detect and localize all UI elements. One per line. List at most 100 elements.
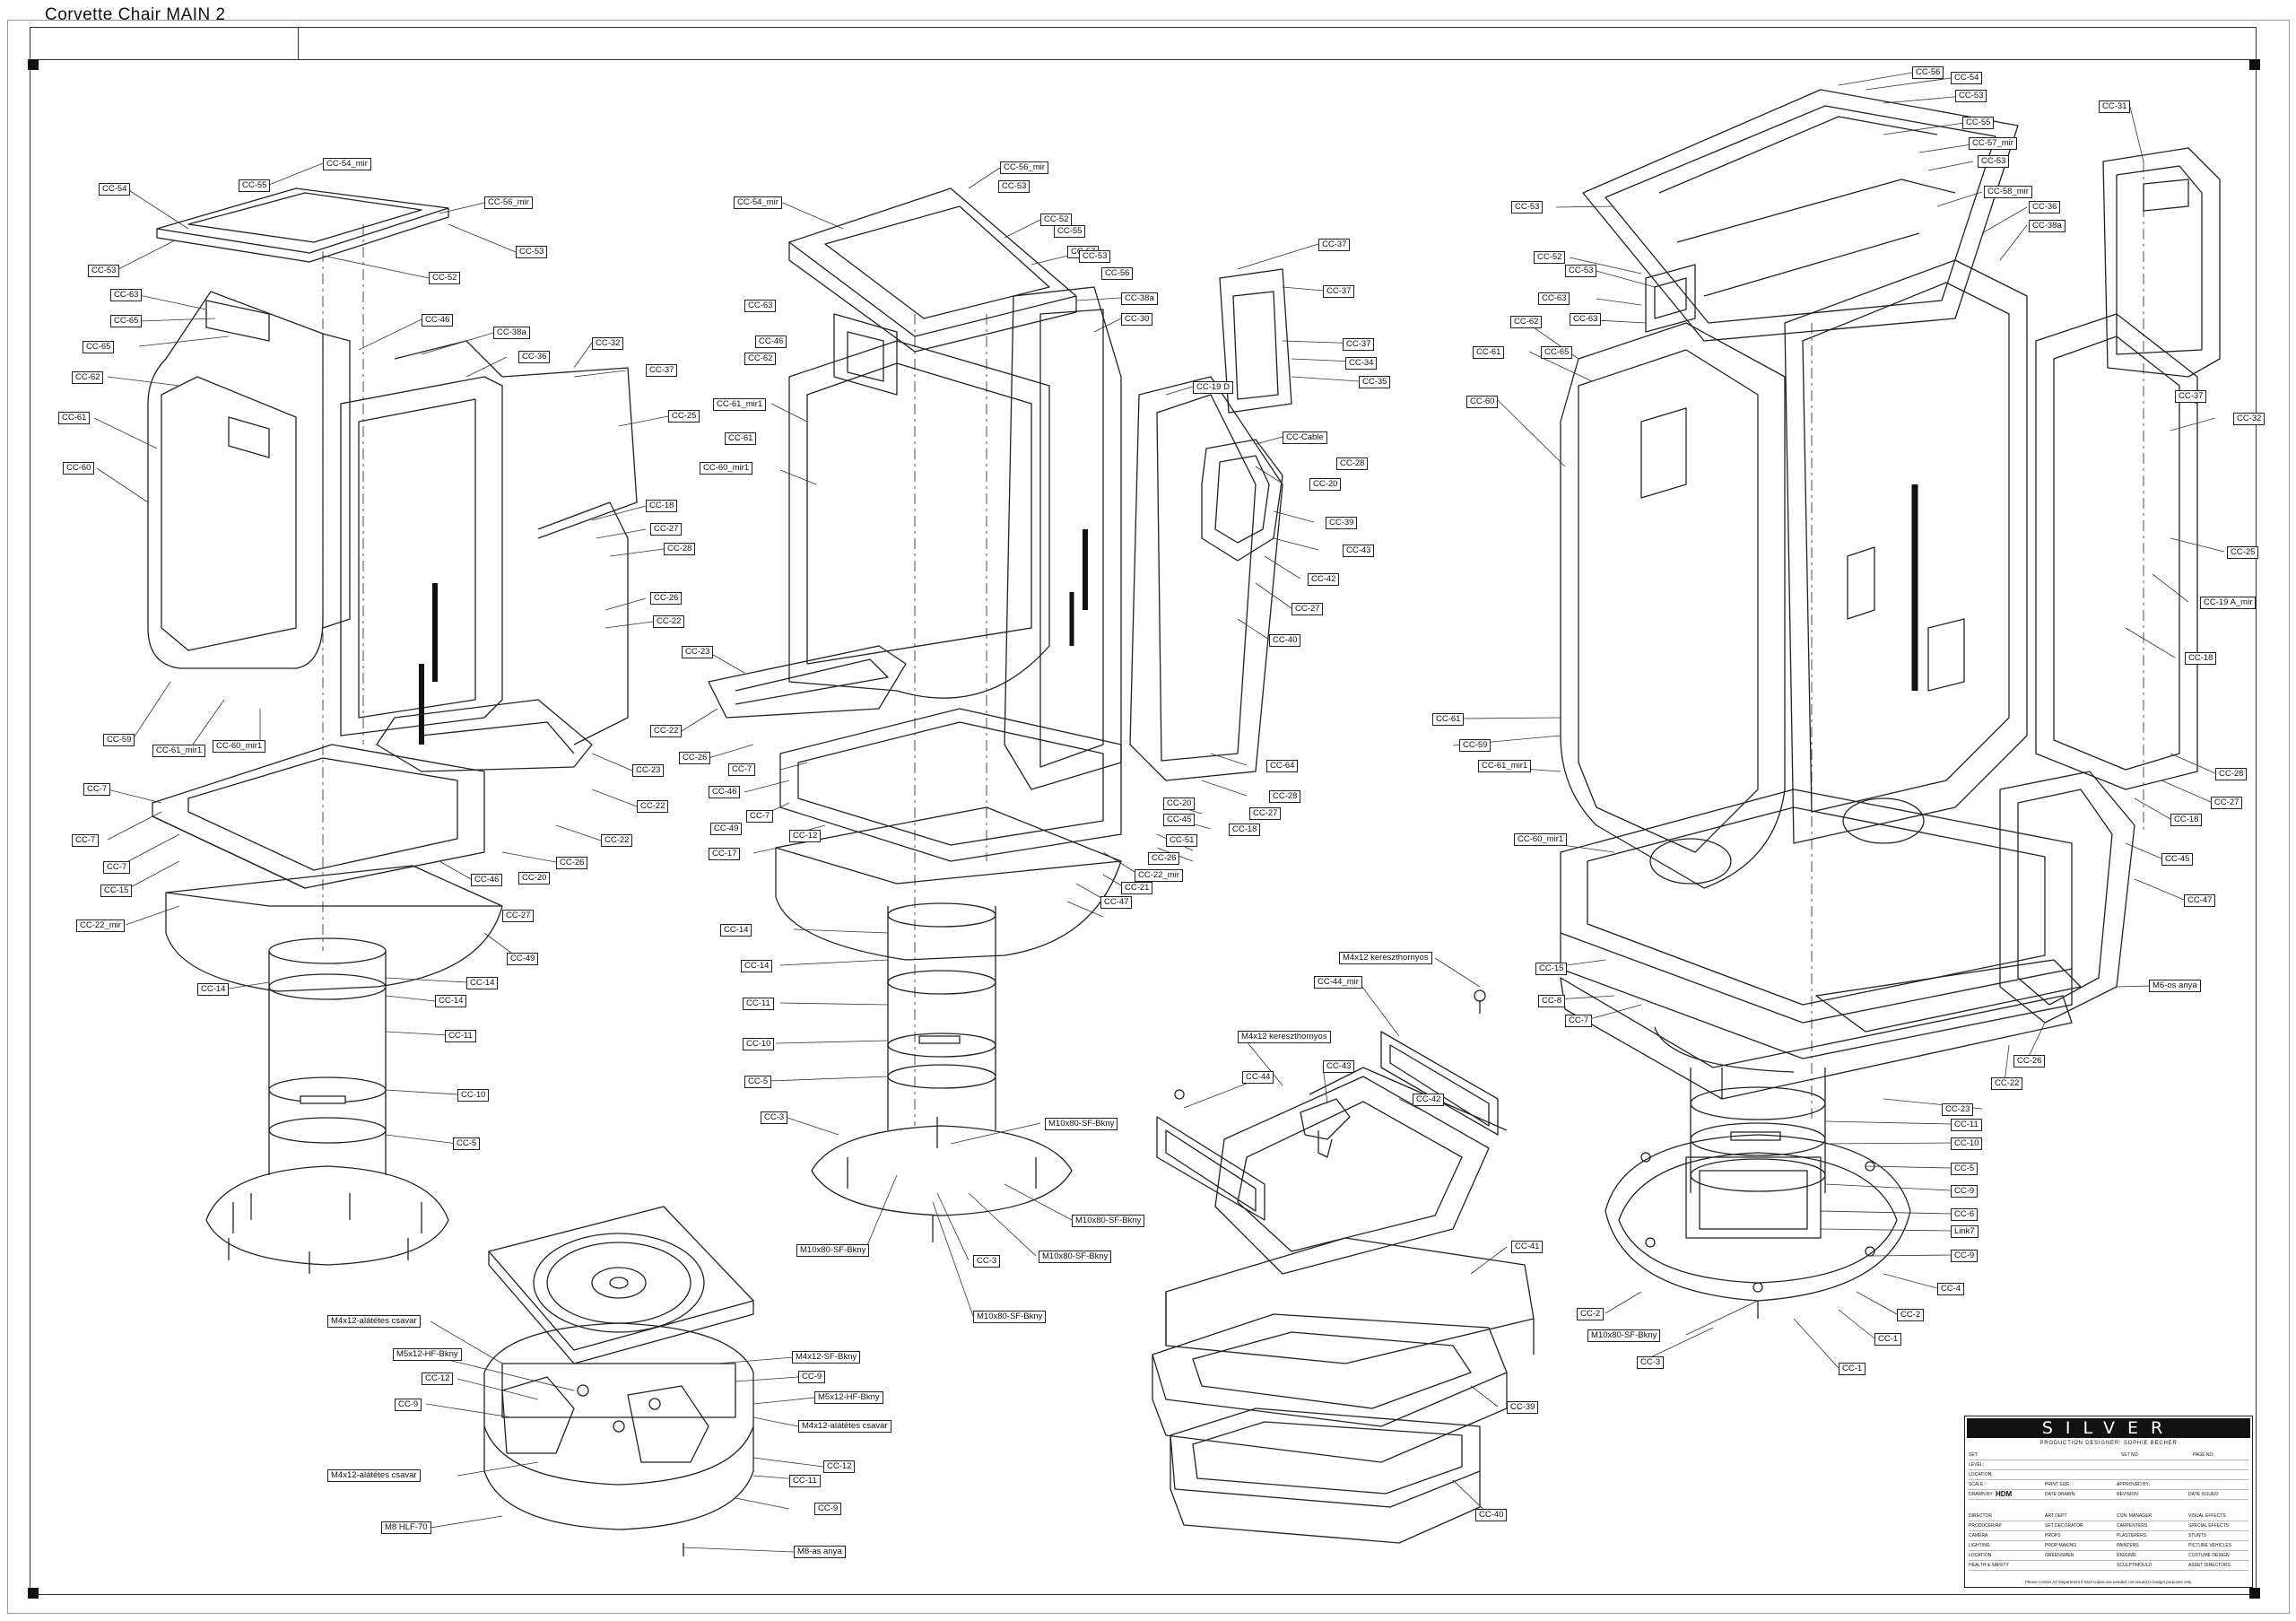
- part-label: M10x80-SF-Bkny: [1072, 1215, 1145, 1227]
- part-label: CC-5: [1951, 1163, 1979, 1175]
- part-label: M10x80-SF-Bkny: [1587, 1329, 1661, 1342]
- dept-label: HEALTH & SAFETY: [1969, 1563, 2009, 1568]
- part-label: CC-7: [728, 763, 756, 776]
- part-label: CC-56: [1912, 66, 1944, 79]
- dept-label: PICTURE VEHICLES: [2188, 1543, 2232, 1548]
- part-label: CC-9: [395, 1399, 422, 1411]
- corner-mark: [28, 1588, 39, 1599]
- part-label: CC-37: [1318, 239, 1351, 251]
- dept-label: PROP MAKING: [2045, 1543, 2077, 1548]
- part-label: CC-18: [1229, 824, 1261, 836]
- part-label: CC-44: [1242, 1071, 1274, 1084]
- dept-label: LIGHTING: [1969, 1543, 1990, 1548]
- part-label: M8 HLF-70: [381, 1521, 431, 1534]
- part-label: CC-28: [1336, 458, 1369, 470]
- part-label: CC-55: [239, 179, 271, 192]
- part-label: CC-11: [445, 1030, 476, 1042]
- part-label: CC-3: [973, 1255, 1001, 1268]
- part-label: CC-26: [556, 857, 588, 869]
- dept-label: DIRECTOR: [1969, 1513, 1993, 1519]
- part-label: CC-18: [2185, 652, 2217, 665]
- part-label: M4x12 kereszthornyos: [1238, 1031, 1331, 1043]
- part-label: CC-46: [755, 336, 787, 348]
- part-label: CC-61_mir1: [152, 745, 206, 757]
- part-label: CC-54_mir: [323, 158, 371, 170]
- part-label: CC-43: [1323, 1060, 1355, 1073]
- left-chair-assembly: [147, 187, 638, 1274]
- part-label: CC-14: [197, 983, 230, 996]
- dept-label: ASSET DIRECTORS: [2188, 1563, 2231, 1568]
- middle-chair-assembly: [708, 187, 1292, 1242]
- part-label: CC-37: [2175, 390, 2207, 403]
- part-label: CC-10: [743, 1038, 775, 1050]
- part-label: CC-60_mir1: [213, 740, 266, 753]
- dept-label: LOCATION: [1969, 1553, 1992, 1558]
- part-label: CC-22: [637, 800, 669, 813]
- part-label: CC-53: [1565, 265, 1597, 277]
- part-label: CC-1: [1874, 1333, 1902, 1346]
- part-label: CC-5: [744, 1076, 772, 1088]
- part-label: CC-32: [2233, 413, 2266, 425]
- part-label: M6-os anya: [2149, 980, 2201, 992]
- part-label: CC-56: [1101, 267, 1134, 280]
- part-label: CC-3: [1637, 1356, 1665, 1369]
- part-label: CC-39: [1326, 517, 1358, 529]
- part-label: CC-38a: [1121, 292, 1158, 305]
- field-label: SET NO:: [2121, 1452, 2139, 1458]
- part-label: CC-27: [502, 910, 535, 922]
- part-label: CC-59: [103, 734, 135, 746]
- dept-label: PROPS: [2045, 1533, 2061, 1538]
- part-label: CC-10: [1951, 1137, 1983, 1150]
- part-label: CC-40: [1269, 634, 1301, 647]
- part-label: CC-61: [58, 412, 91, 424]
- part-label: CC-60_mir1: [1514, 833, 1568, 846]
- part-label: CC-37: [646, 364, 678, 377]
- part-label: CC-44_mir: [1314, 976, 1362, 989]
- part-label: CC-53: [516, 246, 548, 258]
- part-label: CC-60: [1466, 396, 1499, 408]
- right-chair-assembly: [1560, 89, 2221, 1319]
- silver-logo: SILVER: [1967, 1418, 2250, 1438]
- dept-label: CON. MANAGER: [2117, 1513, 2152, 1519]
- part-label: CC-53: [1079, 250, 1111, 263]
- part-label: CC-20: [518, 872, 551, 885]
- part-label: CC-4: [1937, 1283, 1965, 1295]
- part-label: CC-7: [103, 861, 131, 874]
- dept-label: STUNTS: [2188, 1533, 2206, 1538]
- part-label: CC-57_mir: [1969, 137, 2017, 150]
- part-label: CC-40: [1475, 1509, 1508, 1521]
- part-label: CC-58_mir: [1984, 186, 2032, 198]
- sheet-inner-border: [30, 59, 2257, 1595]
- part-label: CC-14: [435, 995, 467, 1007]
- part-label: CC-28: [664, 543, 696, 555]
- part-label: CC-46: [709, 786, 741, 798]
- part-label: CC-53: [1978, 155, 2010, 168]
- part-label: CC-15: [100, 885, 133, 897]
- part-label: CC-47: [2184, 894, 2216, 907]
- dept-label: PRODUCER/AP: [1969, 1523, 2002, 1529]
- part-label: CC-27: [1249, 807, 1282, 820]
- part-label: CC-53: [88, 265, 120, 277]
- part-label: CC-46: [471, 874, 503, 886]
- part-label: CC-22: [1991, 1077, 2023, 1090]
- part-label: CC-11: [1951, 1119, 1982, 1131]
- part-label: CC-47: [1100, 896, 1133, 909]
- part-label: CC-62: [744, 353, 777, 365]
- dept-label: SCULPT/MOULD: [2117, 1563, 2152, 1568]
- part-label: M4x12-alátétes csavar: [798, 1420, 891, 1433]
- dept-label: GREENSMEN: [2045, 1553, 2074, 1558]
- part-label: M4x12 kereszthornyos: [1339, 952, 1432, 964]
- part-label: CC-12: [422, 1373, 454, 1385]
- part-label: CC-20: [1163, 797, 1196, 810]
- part-label: M10x80-SF-Bkny: [1039, 1251, 1112, 1263]
- part-label: CC-7: [1565, 1015, 1593, 1027]
- part-label: CC-19 A_mir: [2200, 597, 2257, 609]
- field-label: PRINT SIZE:: [2045, 1482, 2071, 1487]
- leader-lines: [93, 72, 2225, 1553]
- field-label: PAGE NO:: [2193, 1452, 2214, 1458]
- dept-label: COSTUME DESIGN: [2188, 1553, 2230, 1558]
- part-label: CC-63: [110, 289, 143, 301]
- part-label: CC-36: [518, 351, 551, 363]
